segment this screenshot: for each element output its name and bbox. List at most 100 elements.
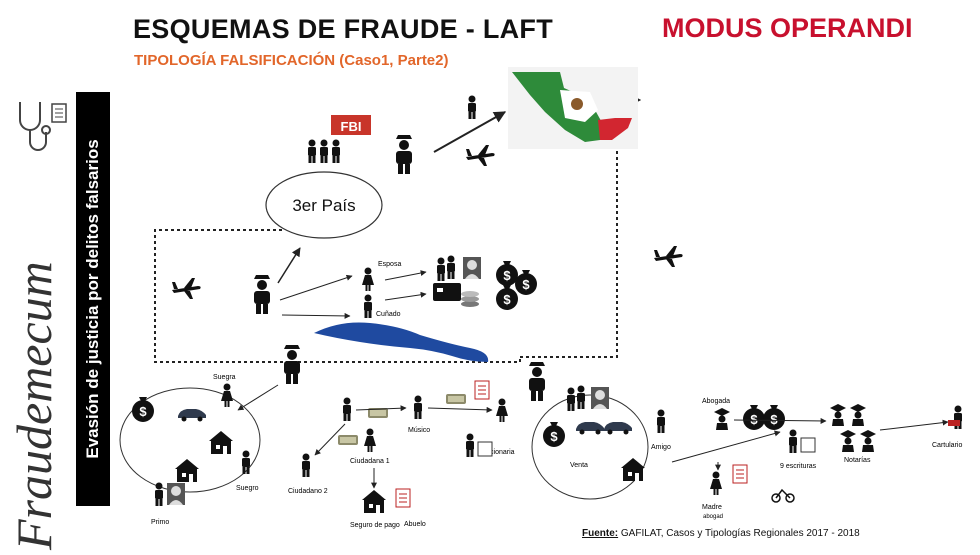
photo-icon xyxy=(591,387,609,409)
suegra-label: Suegra xyxy=(213,374,236,381)
cartulario-label: Cartulario xyxy=(932,442,962,449)
house-icon xyxy=(175,459,199,482)
father-in-law-icon xyxy=(242,450,250,474)
car-icon xyxy=(576,422,604,435)
document-icon xyxy=(395,488,411,508)
esposa-label: Esposa xyxy=(378,261,401,268)
official-icon xyxy=(496,398,508,422)
money-bag-icon xyxy=(743,405,765,430)
venta-label: Venta xyxy=(570,462,588,469)
mexico-flag-map xyxy=(508,67,638,149)
brand-logo: Fraudemecum xyxy=(6,261,62,551)
amigo-label: Amigo xyxy=(651,444,671,451)
airplane-icon xyxy=(172,278,201,299)
airplane-icon xyxy=(654,246,683,267)
escrituras-label: 9 escrituras xyxy=(780,463,817,470)
right-boss-icon xyxy=(529,362,545,401)
abuelo-label: Abuelo xyxy=(404,521,426,528)
lawyer-icon xyxy=(714,408,730,430)
notary-icon xyxy=(830,404,846,426)
notary-icon xyxy=(860,430,876,452)
coins-icon xyxy=(461,291,479,307)
contract-icon xyxy=(477,441,493,457)
car-icon xyxy=(604,422,632,435)
third-country-label: 3er País xyxy=(292,196,355,215)
cousin-icon xyxy=(155,482,163,506)
ciudadana1-label: Ciudadana 1 xyxy=(350,458,390,465)
musico-label: Músico xyxy=(408,427,430,434)
motorcycle-icon xyxy=(771,488,795,503)
diagram-title: ESQUEMAS DE FRAUDE - LAFT xyxy=(133,14,554,44)
arrest-person-icon xyxy=(320,139,328,163)
mother-in-law-icon xyxy=(221,383,233,407)
third-country-node xyxy=(265,171,383,239)
abogada-label: Abogada xyxy=(702,398,730,405)
madre-label: Madre xyxy=(702,504,722,511)
fugitive-boss-icon xyxy=(396,135,412,174)
suegro-label: Suegro xyxy=(236,485,259,492)
signing-person-icon xyxy=(789,429,797,453)
vertical-label-bar: Evasión de justicia por delitos falsario… xyxy=(76,92,110,506)
photo-icon xyxy=(463,257,481,279)
desk-icon xyxy=(948,420,960,426)
fbi-sign-icon: FBI xyxy=(331,115,371,135)
brand-wordmark: Fraudemecum xyxy=(6,261,62,551)
airplane-icon xyxy=(466,145,495,166)
people-group-icon xyxy=(567,387,575,411)
people-group-icon xyxy=(577,385,585,409)
musician-icon xyxy=(414,395,422,419)
seguro-label: Seguro de pago xyxy=(350,522,400,529)
ciudadano2-label: Ciudadano 2 xyxy=(288,488,328,495)
money-bag-icon xyxy=(543,422,565,447)
arrest-person-icon xyxy=(332,139,340,163)
notary-icon xyxy=(840,430,856,452)
house-icon xyxy=(621,458,645,481)
people-group-icon xyxy=(437,257,445,281)
family-loop-circle xyxy=(119,387,261,493)
photo-icon xyxy=(167,483,185,505)
document-icon xyxy=(474,380,490,400)
money-bag-icon xyxy=(132,397,154,422)
people-group-icon xyxy=(447,255,455,279)
money-bag-icon xyxy=(763,405,785,430)
cash-icon xyxy=(338,435,358,445)
cash-icon xyxy=(446,394,466,404)
cunado-label: Cuñado xyxy=(376,311,401,318)
credit-card-icon xyxy=(433,283,461,301)
arrest-person-icon xyxy=(308,139,316,163)
wife-icon xyxy=(362,267,374,291)
abogad-label: abogad xyxy=(703,514,723,520)
notary-icon xyxy=(850,404,866,426)
signing-person-icon xyxy=(466,433,474,457)
car-icon xyxy=(178,409,206,422)
source-footer: Fuente: GAFILAT, Casos y Tipologías Regi… xyxy=(582,528,860,539)
secondary-boss-icon xyxy=(284,345,300,384)
money-bag-icon xyxy=(496,261,518,286)
source-label: Fuente: xyxy=(582,528,619,539)
cuba-island-map xyxy=(314,322,489,362)
mother-icon xyxy=(710,471,722,495)
source-text: GAFILAT, Casos y Tipologías Regionales 2… xyxy=(618,528,860,539)
stethoscope-icon xyxy=(14,96,70,156)
contract-icon xyxy=(800,437,816,453)
brother-in-law-icon xyxy=(364,294,372,318)
modus-operandi-badge: MODUS OPERANDI xyxy=(662,13,913,43)
diagram-subtitle: TIPOLOGÍA FALSIFICACIÓN (Caso1, Parte2) xyxy=(134,52,449,69)
funcionaria-label: Funcionaria xyxy=(478,449,515,456)
sales-loop-circle xyxy=(531,394,649,500)
intermediary-icon xyxy=(343,397,351,421)
fbi-label: FBI xyxy=(341,119,362,134)
house-icon xyxy=(209,431,233,454)
notarias-label: Notarías xyxy=(844,457,871,464)
money-bag-icon xyxy=(496,285,518,310)
dotted-loop-path xyxy=(154,100,640,363)
citizen-2-icon xyxy=(302,453,310,477)
citizen-1-icon xyxy=(364,428,376,452)
main-boss-icon xyxy=(254,275,270,314)
primo-label: Primo xyxy=(151,519,169,526)
running-person-icon xyxy=(468,95,476,119)
house-icon xyxy=(362,490,386,513)
money-bag-icon xyxy=(515,270,537,295)
document-icon xyxy=(732,464,748,484)
